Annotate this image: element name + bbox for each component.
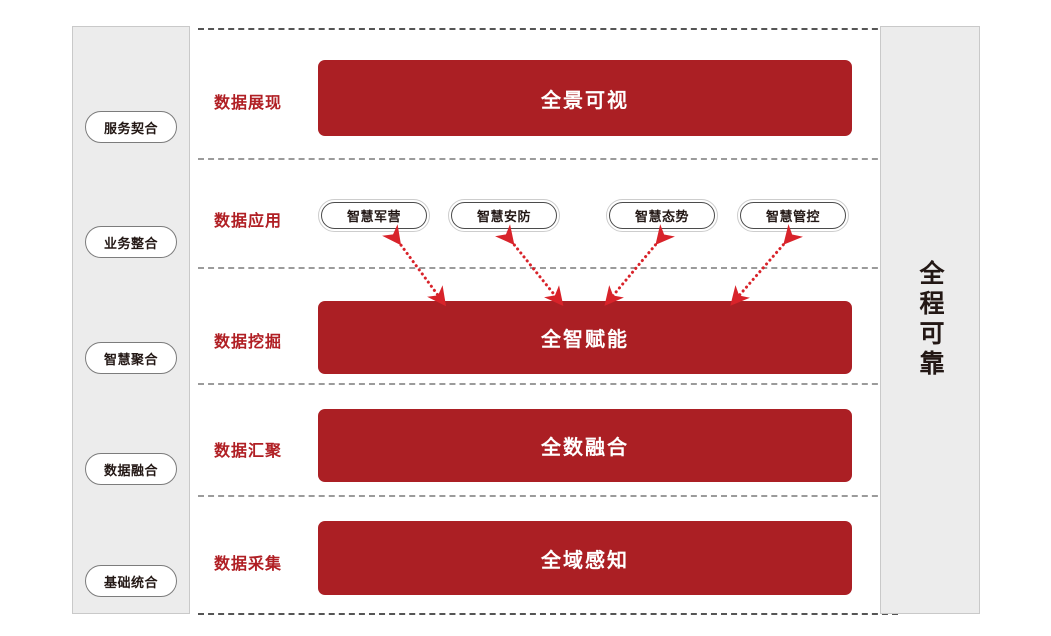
row-separator-3 <box>198 383 898 385</box>
maturity-stage-panel: 服务契合 业务整合 智慧聚合 数据融合 基础统合 <box>72 26 190 614</box>
row-label-data-mining: 数据挖掘 <box>214 334 283 351</box>
stage-pill-intelligence-convergence[interactable]: 智慧聚合 <box>85 342 177 374</box>
row-separator-1 <box>198 158 898 160</box>
reliability-panel: 全程可靠 <box>880 26 980 614</box>
row-label-data-presentation: 数据展现 <box>214 95 283 112</box>
reliability-panel-label: 全程可靠 <box>916 260 944 380</box>
row-separator-4 <box>198 495 898 497</box>
app-pill-smart-barracks[interactable]: 智慧军营 <box>318 199 430 232</box>
capability-bar-full-domain-sensing[interactable]: 全域感知 <box>318 521 852 595</box>
row-separator-top <box>198 28 898 30</box>
row-separator-bottom <box>198 613 898 615</box>
capability-bar-full-data-fusion[interactable]: 全数融合 <box>318 409 852 482</box>
app-pill-smart-control-label: 智慧管控 <box>740 202 846 229</box>
row-separator-2 <box>198 267 898 269</box>
row-label-data-aggregation: 数据汇聚 <box>214 443 283 460</box>
app-pill-smart-situation-label: 智慧态势 <box>609 202 715 229</box>
stage-pill-business-integration[interactable]: 业务整合 <box>85 226 177 258</box>
app-pill-smart-security[interactable]: 智慧安防 <box>448 199 560 232</box>
app-pill-smart-barracks-label: 智慧军营 <box>321 202 427 229</box>
capability-bar-full-intelligence[interactable]: 全智赋能 <box>318 301 852 374</box>
stage-pill-infrastructure-unification[interactable]: 基础统合 <box>85 565 177 597</box>
stage-pill-service-fit[interactable]: 服务契合 <box>85 111 177 143</box>
stage-pill-data-fusion[interactable]: 数据融合 <box>85 453 177 485</box>
capability-bar-panoramic-visibility[interactable]: 全景可视 <box>318 60 852 136</box>
row-label-data-collection: 数据采集 <box>214 556 283 573</box>
row-label-data-application: 数据应用 <box>214 213 283 230</box>
app-pill-smart-security-label: 智慧安防 <box>451 202 557 229</box>
app-pill-smart-situation[interactable]: 智慧态势 <box>606 199 718 232</box>
app-pill-smart-control[interactable]: 智慧管控 <box>737 199 849 232</box>
